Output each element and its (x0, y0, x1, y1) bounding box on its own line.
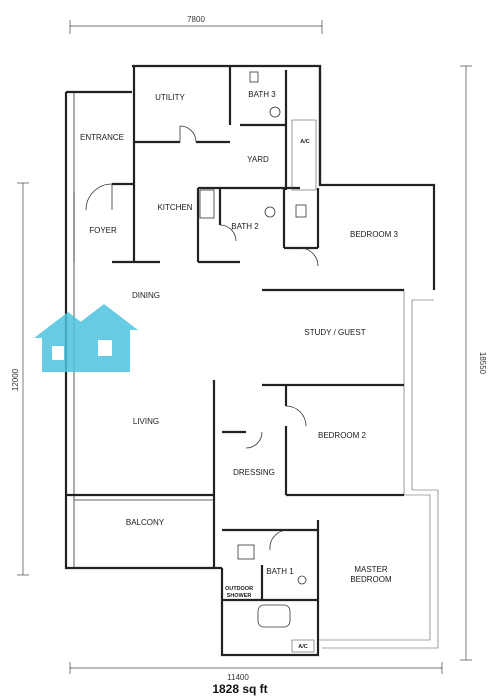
toilet-icon (295, 204, 307, 218)
sink-icon (264, 206, 276, 218)
outer-walls (64, 64, 439, 657)
room-bath3: BATH 3 (248, 90, 276, 99)
dimension-left: 12000 (11, 368, 20, 391)
room-dressing: DRESSING (233, 468, 275, 477)
doors (85, 125, 319, 551)
dimension-lines (17, 20, 472, 674)
room-balcony: BALCONY (126, 518, 165, 527)
room-outdoor-shower-line2: SHOWER (227, 593, 252, 599)
room-bath1: BATH 1 (266, 567, 294, 576)
dimension-bottom: 11400 (227, 673, 249, 682)
room-master-line1: MASTER (354, 565, 388, 574)
area-caption: 1828 sq ft (212, 682, 267, 696)
room-utility: UTILITY (155, 93, 185, 102)
room-study: STUDY / GUEST (304, 328, 365, 337)
sink-icon (297, 575, 307, 585)
room-ac-bottom: A/C (298, 644, 308, 650)
room-dining: DINING (132, 291, 160, 300)
bathtub-icon (257, 604, 291, 628)
room-master-line2: BEDROOM (350, 575, 392, 584)
dimension-top: 7800 (187, 15, 205, 24)
stove-icon (199, 189, 215, 219)
room-living: LIVING (133, 417, 159, 426)
house-icon (34, 304, 138, 372)
room-entrance: ENTRANCE (80, 133, 124, 142)
toilet-icon (237, 544, 255, 560)
interior-walls (66, 66, 404, 640)
room-ac-top: A/C (300, 139, 310, 145)
room-kitchen: KITCHEN (157, 203, 192, 212)
sink-icon (269, 106, 281, 118)
room-foyer: FOYER (89, 226, 117, 235)
dimension-right: 18550 (478, 352, 487, 375)
toilet-icon (249, 71, 259, 83)
room-bedroom2: BEDROOM 2 (318, 431, 367, 440)
room-outdoor-shower-line1: OUTDOOR (225, 586, 253, 592)
room-bedroom3: BEDROOM 3 (350, 230, 399, 239)
room-bath2: BATH 2 (231, 222, 259, 231)
fixtures (199, 71, 317, 653)
room-yard: YARD (247, 155, 269, 164)
